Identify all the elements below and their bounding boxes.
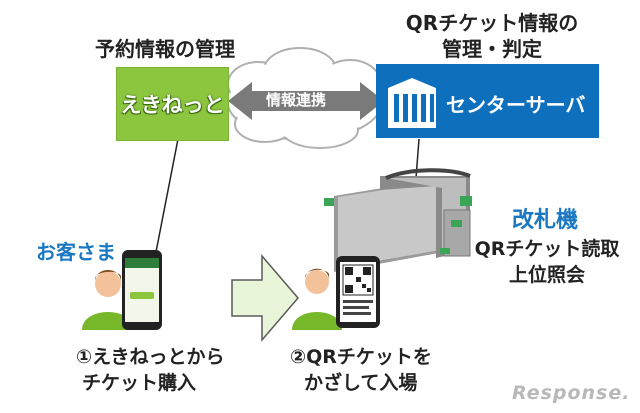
qr-title-line-1: QRチケット情報の (405, 11, 579, 35)
ticket-gate-description: QRチケット読取 上位照会 (472, 236, 622, 288)
customer-connector-line (155, 138, 179, 253)
ekinet-logo: えきねっと (120, 93, 225, 117)
server-building-icon (388, 78, 436, 128)
reservation-management-title: 予約情報の管理 (95, 37, 235, 61)
customer-person-icon (82, 270, 134, 330)
step-1-line-1: ①えきねっとから (76, 346, 225, 368)
smartphone-app-icon (122, 250, 162, 330)
info-link-label: 情報連携 (266, 91, 327, 109)
qr-phone-icon (336, 256, 380, 328)
ticket-gate-icon (324, 168, 472, 272)
customer-person-2-icon (292, 268, 342, 330)
double-arrow-icon (228, 82, 384, 120)
qr-title-line-2: 管理・判定 (442, 37, 542, 61)
ticket-gate-title: 改札機 (512, 208, 579, 233)
step-arrow-icon (231, 253, 299, 343)
step-2-line-2: かざして入場 (304, 372, 418, 394)
customer-label: お客さま (36, 240, 116, 264)
step-2-caption: ②QRチケットを かざして入場 (290, 344, 432, 396)
response-watermark: Response. (512, 382, 631, 404)
qr-management-title: QRチケット情報の 管理・判定 (392, 10, 592, 62)
step-2-line-1: ②QRチケットを (290, 346, 432, 368)
center-server-label: センターサーバ (446, 93, 586, 117)
step-1-line-2: チケット購入 (82, 372, 197, 394)
gate-sub-line-1: QRチケット読取 (474, 238, 620, 260)
gate-sub-line-2: 上位照会 (508, 264, 585, 286)
step-1-caption: ①えきねっとから チケット購入 (76, 344, 225, 396)
ekinet-box: えきねっと (116, 67, 229, 141)
center-server-box: センターサーバ (376, 64, 599, 138)
